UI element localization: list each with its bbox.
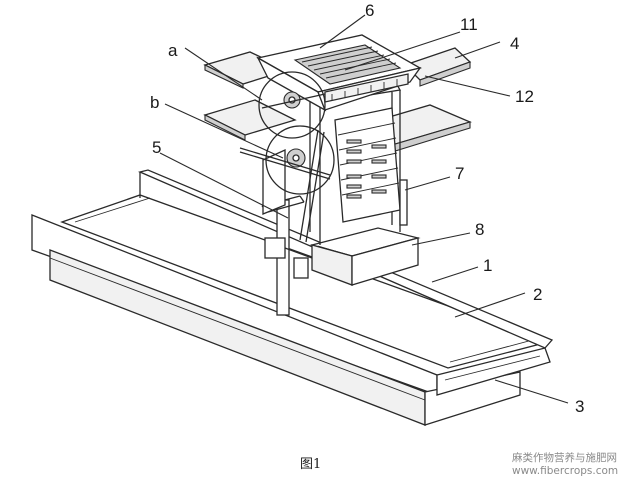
detail-circle-a xyxy=(258,71,326,139)
label-3: 3 xyxy=(575,397,584,416)
watermark-url: www.fibercrops.com xyxy=(512,465,618,477)
label-4: 4 xyxy=(510,34,519,53)
label-b: b xyxy=(150,93,159,112)
collecting-box xyxy=(264,227,421,286)
label-5: 5 xyxy=(152,138,161,157)
label-8: 8 xyxy=(475,220,484,239)
figure-caption: 图1 xyxy=(300,457,321,472)
part-labels: 6 11 4 12 a b 5 7 8 1 2 3 xyxy=(150,1,584,416)
sieve-stack xyxy=(334,107,408,226)
hopper xyxy=(256,34,422,112)
label-7: 7 xyxy=(455,164,464,183)
label-12: 12 xyxy=(515,87,534,106)
detail-circles xyxy=(239,71,335,195)
label-2: 2 xyxy=(533,285,542,304)
label-a: a xyxy=(168,41,178,60)
watermark-title: 麻类作物营养与施肥网 xyxy=(512,451,617,464)
leader-lines xyxy=(159,14,569,404)
label-6: 6 xyxy=(365,1,374,20)
label-11: 11 xyxy=(460,15,478,34)
conveyor-base xyxy=(31,169,554,426)
label-1: 1 xyxy=(483,256,492,275)
